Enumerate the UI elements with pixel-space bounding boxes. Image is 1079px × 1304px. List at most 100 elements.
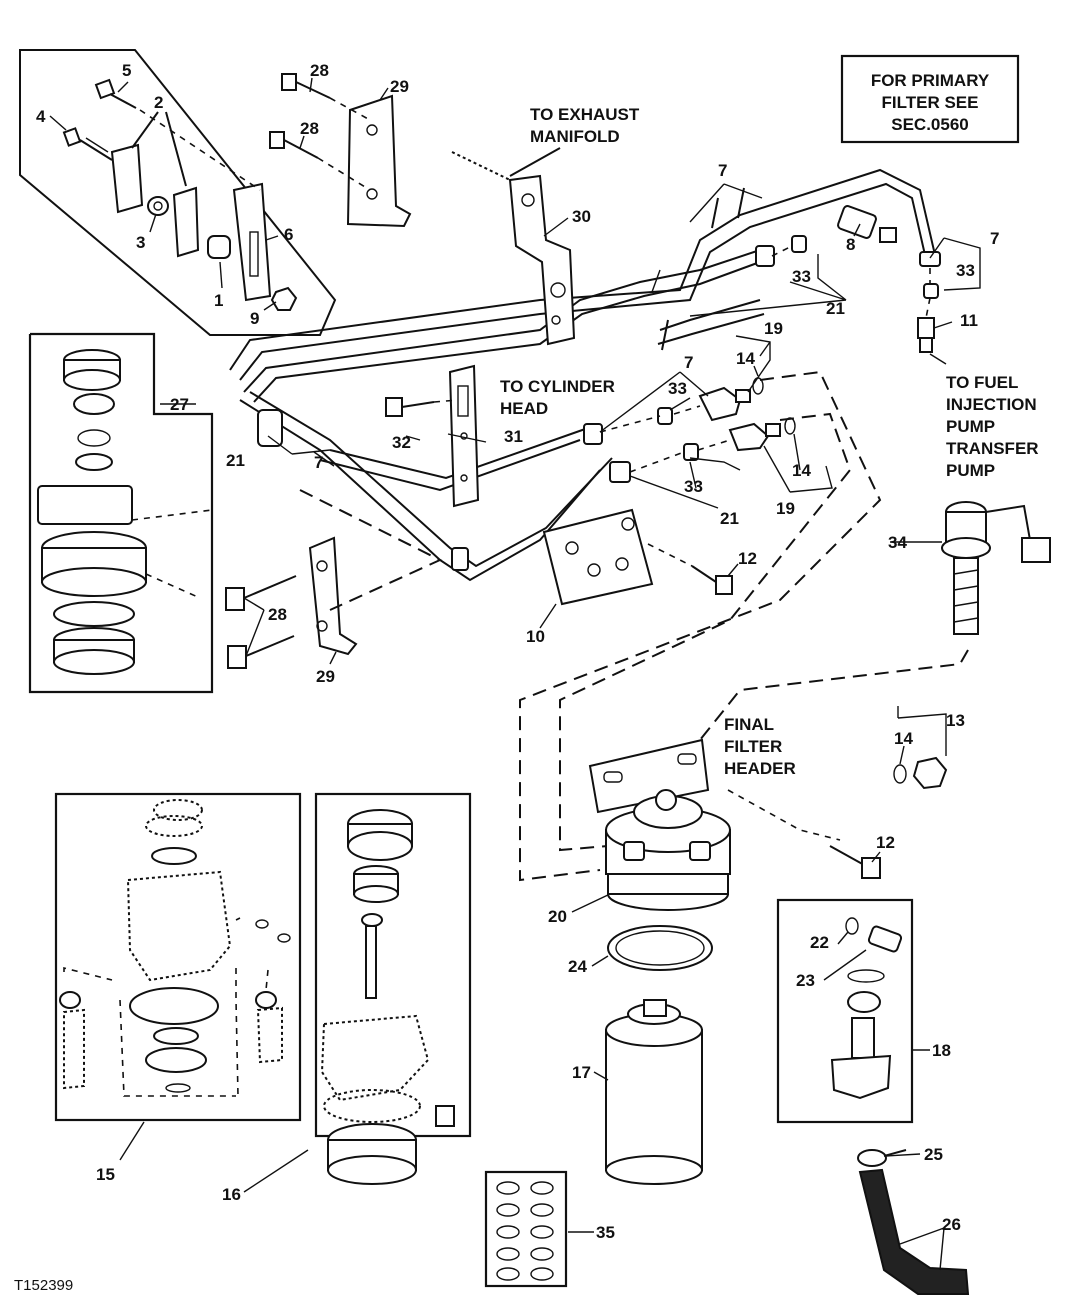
- bracket-31: [385, 364, 480, 508]
- final-filter-header: [588, 738, 731, 911]
- callout-2: 2: [154, 93, 163, 112]
- callout-11: 11: [960, 311, 978, 330]
- callout-6: 6: [284, 225, 293, 244]
- callout-34: 34: [888, 533, 907, 552]
- callout-14c: 14: [894, 729, 913, 748]
- fuel-lines: [229, 168, 936, 582]
- final-filter-note-line1: FINAL: [724, 715, 774, 734]
- callout-14b: 14: [792, 461, 811, 480]
- callout-19b: 19: [776, 499, 795, 518]
- callout-7b: 7: [990, 229, 999, 248]
- nut-13: [912, 756, 948, 790]
- bracket-29-lower: [225, 536, 358, 669]
- clamp-2b: [172, 186, 200, 258]
- clamp-2a: [110, 143, 144, 214]
- callout-23: 23: [796, 971, 815, 990]
- washer-14-mid: [784, 417, 796, 435]
- callout-33b: 33: [956, 261, 975, 280]
- callout-33c: 33: [668, 379, 687, 398]
- bracket-hardware-group: [19, 49, 337, 336]
- washer-14-lower: [893, 764, 907, 784]
- callout-25: 25: [924, 1145, 943, 1164]
- callout-28a: 28: [310, 61, 329, 80]
- inset-15: [54, 792, 302, 1122]
- inset-16: [314, 792, 472, 1185]
- injection-pump-note-line2: INJECTION: [946, 395, 1037, 414]
- callout-33a: 33: [792, 267, 811, 286]
- callout-9: 9: [250, 309, 259, 328]
- callout-30: 30: [572, 207, 591, 226]
- bolt-12-lower: [829, 845, 881, 879]
- final-filter-element-17: [605, 999, 703, 1185]
- callout-4: 4: [36, 107, 46, 126]
- callout-26: 26: [942, 1215, 961, 1234]
- callout-22: 22: [810, 933, 829, 952]
- callout-31: 31: [504, 427, 523, 446]
- final-filter-note-line3: HEADER: [724, 759, 796, 778]
- bracket-6: [232, 182, 272, 302]
- hose-26: [857, 1149, 970, 1295]
- callout-21a: 21: [826, 299, 845, 318]
- primary-filter-note-line1: FOR PRIMARY: [871, 71, 990, 90]
- callout-10: 10: [526, 627, 545, 646]
- cylinder-head-note-line1: TO CYLINDER: [500, 377, 615, 396]
- callout-13: 13: [946, 711, 965, 730]
- injection-pump-note-line3: PUMP: [946, 417, 995, 436]
- nut-9: [270, 286, 298, 311]
- callout-29b: 29: [316, 667, 335, 686]
- exhaust-note-line2: MANIFOLD: [530, 127, 620, 146]
- water-sensor-34: [941, 501, 1051, 635]
- seal-kit-35: [484, 1170, 568, 1288]
- exhaust-note-line1: TO EXHAUST: [530, 105, 640, 124]
- callout-1: 1: [214, 291, 223, 310]
- injection-pump-note-line5: PUMP: [946, 461, 995, 480]
- fitting-11: [917, 317, 935, 353]
- fitting-19-lower: [728, 422, 781, 452]
- plate-10: [542, 508, 654, 606]
- bracket-29-top: [269, 73, 412, 228]
- seal-33-low: [683, 443, 699, 461]
- callout-20: 20: [548, 907, 567, 926]
- gasket-24: [607, 925, 713, 971]
- callout-21b: 21: [226, 451, 245, 470]
- callout-18: 18: [932, 1041, 951, 1060]
- callout-12b: 12: [876, 833, 895, 852]
- primary-filter-inset: [28, 332, 214, 694]
- seal-33-mid: [791, 235, 807, 253]
- primary-filter-note-line3: SEC.0560: [891, 115, 969, 134]
- callout-15: 15: [96, 1165, 115, 1184]
- injection-pump-note-line4: TRANSFER: [946, 439, 1039, 458]
- callout-32: 32: [392, 433, 411, 452]
- callout-21c: 21: [720, 509, 739, 528]
- callout-19a: 19: [764, 319, 783, 338]
- callout-7c: 7: [684, 353, 693, 372]
- callout-29a: 29: [390, 77, 409, 96]
- callout-16: 16: [222, 1185, 241, 1204]
- callout-17: 17: [572, 1063, 591, 1082]
- cylinder-head-note-line2: HEAD: [500, 399, 548, 418]
- callout-24: 24: [568, 957, 587, 976]
- callout-35: 35: [596, 1223, 615, 1242]
- callout-7a: 7: [718, 161, 727, 180]
- injection-pump-note-line1: TO FUEL: [946, 373, 1018, 392]
- washer-3: [147, 196, 169, 216]
- callout-14a: 14: [736, 349, 755, 368]
- drain-valve-inset: [776, 898, 914, 1124]
- callout-28c: 28: [268, 605, 287, 624]
- primary-filter-note-box: [840, 54, 1020, 144]
- callout-33d: 33: [684, 477, 703, 496]
- callout-5: 5: [122, 61, 131, 80]
- callout-27: 27: [170, 395, 189, 414]
- primary-filter-note-line2: FILTER SEE: [882, 93, 979, 112]
- callout-7d: 7: [314, 453, 323, 472]
- bolt-4: [62, 127, 113, 161]
- fitting-19-upper: [698, 386, 751, 422]
- bracket-30: [508, 174, 576, 346]
- fitting-8: [837, 205, 897, 243]
- callout-28b: 28: [300, 119, 319, 138]
- figure-id: T152399: [14, 1277, 73, 1294]
- seal-33-left: [657, 407, 673, 425]
- callout-3: 3: [136, 233, 145, 252]
- leader-lines: [49, 77, 981, 1271]
